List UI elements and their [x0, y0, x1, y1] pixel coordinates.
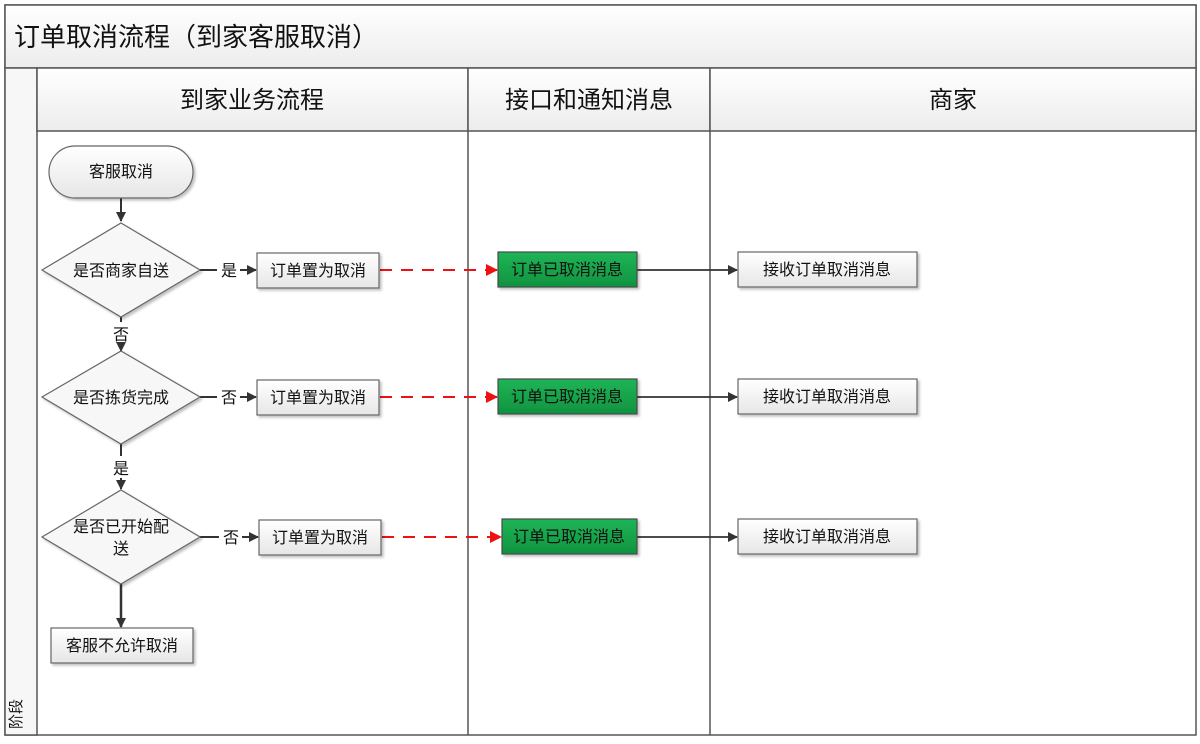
- decision-self-delivery-label: 是否商家自送: [73, 261, 169, 280]
- action-set-cancelled-2-label: 订单置为取消: [270, 388, 366, 407]
- action-set-cancelled-3: [258, 519, 382, 556]
- label-d1-no: 否: [113, 325, 129, 344]
- merchant-receive-2-label: 接收订单取消消息: [763, 387, 891, 406]
- merchant-receive-2: [737, 378, 918, 415]
- decision-picking-done-label: 是否拣货完成: [73, 388, 169, 407]
- merchant-receive-3: [737, 518, 918, 555]
- message-order-cancelled-3: [501, 518, 638, 555]
- action-set-cancelled-3-label: 订单置为取消: [272, 528, 368, 547]
- message-order-cancelled-3-label: 订单已取消消息: [513, 527, 625, 546]
- message-order-cancelled-1-label: 订单已取消消息: [511, 260, 623, 279]
- merchant-receive-1-label: 接收订单取消消息: [763, 260, 891, 279]
- lane-title-business: 到家业务流程: [180, 86, 324, 114]
- lane-header-interface: [467, 67, 711, 132]
- action-deny-cancel: [50, 627, 194, 664]
- label-d2-no: 否: [221, 388, 237, 407]
- action-set-cancelled-1: [256, 252, 380, 289]
- action-deny-cancel-label: 客服不允许取消: [66, 636, 178, 655]
- message-order-cancelled-2: [497, 378, 638, 415]
- lane-header-merchant: [709, 67, 1197, 132]
- lane-header-business: [36, 67, 469, 132]
- decision-picking-done: [40, 350, 202, 445]
- stage-label: 阶段: [7, 699, 25, 729]
- lane-title-merchant: 商家: [929, 86, 977, 114]
- title-bar: [4, 4, 1197, 69]
- label-d1-yes: 是: [221, 261, 237, 280]
- decision-delivery-started: [40, 489, 202, 585]
- merchant-receive-3-label: 接收订单取消消息: [763, 527, 891, 546]
- action-set-cancelled-2: [256, 379, 380, 416]
- decision-delivery-started-label-2: 送: [113, 539, 129, 558]
- merchant-receive-1: [737, 251, 918, 288]
- message-order-cancelled-2-label: 订单已取消消息: [511, 387, 623, 406]
- start-node-label: 客服取消: [89, 162, 153, 181]
- stage-column: [4, 67, 38, 736]
- decision-delivery-started-label-1: 是否已开始配: [73, 517, 169, 536]
- label-d2-yes: 是: [113, 459, 129, 478]
- diagram-title: 订单取消流程（到家客服取消）: [14, 23, 378, 53]
- lane-title-interface: 接口和通知消息: [505, 86, 673, 114]
- decision-self-delivery: [40, 222, 202, 318]
- start-node: [48, 145, 194, 199]
- message-order-cancelled-1: [497, 251, 638, 288]
- label-d3-no: 否: [223, 528, 239, 547]
- action-set-cancelled-1-label: 订单置为取消: [270, 261, 366, 280]
